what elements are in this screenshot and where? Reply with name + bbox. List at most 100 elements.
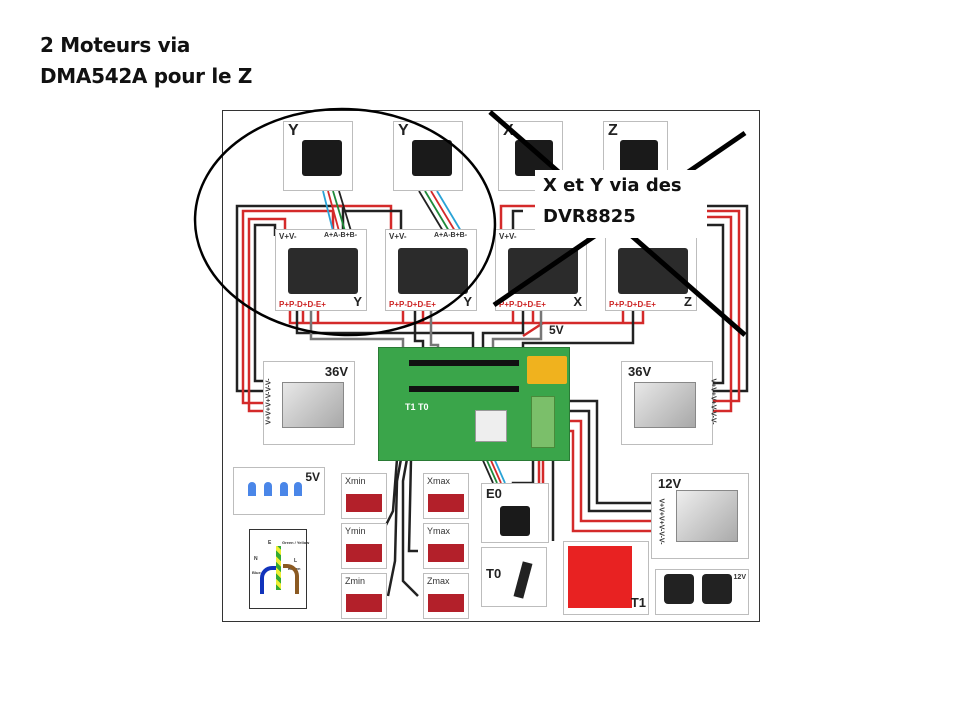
wire: [309, 309, 405, 351]
earth-color-label: Green / Yellow: [282, 540, 310, 545]
signal-pins-label: P+P-D+D-E+: [389, 300, 436, 309]
heatbed-label: T1: [630, 595, 646, 610]
motor-card: Y: [283, 121, 353, 191]
control-board: T1 T0: [378, 347, 570, 461]
extruder-motor-card: E0: [481, 483, 549, 543]
wire: [407, 458, 418, 553]
callout-line-1: X et Y via des: [543, 175, 682, 196]
wire: [522, 321, 544, 338]
live-label: L: [294, 558, 298, 564]
signal-pins-label: P+P-D+D-E+: [499, 300, 546, 309]
motor-axis-label: Y: [398, 122, 409, 139]
endstop-switch-icon: [428, 594, 464, 612]
earth-label: E: [268, 540, 272, 546]
psu-voltage-label: 12V: [658, 476, 682, 491]
wire-5v-bus: [288, 309, 645, 325]
driver-card: P+P-D+D-E+ Z: [605, 229, 697, 311]
endstop-label: Zmin: [345, 576, 365, 586]
wiring-diagram: Y Y X Z V+V- A+A-B+B- P+P-D+D-E+ Y V+V- …: [222, 110, 760, 622]
annotation-circle: [193, 107, 497, 337]
wire: [563, 409, 653, 513]
led-icon: [248, 482, 256, 496]
wire: [701, 209, 741, 403]
led-icon: [280, 482, 288, 496]
driver-module-icon: [398, 248, 468, 294]
mains-cable-card: E Green / Yellow N Blue L Brown: [249, 529, 310, 609]
slide-title: 2 Moteurs via DMA542A pour le Z: [40, 30, 252, 92]
header-row: [409, 386, 519, 392]
wire-brown-icon: [283, 564, 299, 594]
relay-icon: [527, 356, 567, 384]
endstop-label: Ymax: [427, 526, 451, 536]
driver-callout: X et Y via des DVR8825: [535, 170, 707, 238]
motor-card: Y: [393, 121, 463, 191]
signal-pins-label: P+P-D+D-E+: [609, 300, 656, 309]
fans-card: 12V: [655, 569, 749, 615]
signal-pins-label: P+P-D+D-E+: [279, 300, 326, 309]
driver-axis-label: X: [573, 294, 582, 309]
board-label: T1 T0: [405, 402, 429, 412]
endstop-switch-icon: [428, 494, 464, 512]
driver-axis-label: Y: [353, 294, 362, 309]
wire: [386, 458, 403, 597]
psu-icon: [634, 382, 696, 428]
leds-voltage-label: 5V: [305, 470, 320, 484]
wire: [563, 419, 653, 523]
wire: [343, 209, 403, 236]
power-pins-label: V+V-: [279, 232, 297, 241]
endstop-card: Ymin: [341, 523, 387, 569]
wire: [253, 223, 278, 383]
driver-card: V+V- A+A-B+B- P+P-D+D-E+ Y: [385, 229, 477, 311]
callout-line-2: DVR8825: [543, 206, 636, 227]
psu-icon: [282, 382, 344, 428]
endstop-label: Xmax: [427, 476, 451, 486]
leds-card: 5V: [233, 467, 325, 515]
wire: [563, 399, 653, 505]
title-line-2: DMA542A pour le Z: [40, 64, 253, 88]
motor-axis-label: Y: [288, 122, 299, 139]
neutral-color-label: Blue: [252, 570, 261, 575]
driver-axis-label: Z: [684, 294, 692, 309]
wire-blue-icon: [260, 566, 280, 594]
wire: [401, 458, 419, 597]
psu-voltage-label: 36V: [324, 364, 348, 379]
motor-axis-label: Z: [608, 122, 618, 139]
wires-layer: [235, 190, 749, 597]
psu-right-card: 36V V+V+V+V-V-V-: [621, 361, 717, 445]
motor-pins-label: A+A-B+B-: [434, 232, 468, 239]
wire: [333, 204, 393, 236]
psu-12v-card: 12V V+V+V+V-V-V-: [651, 473, 749, 559]
driver-card: V+V- A+A-B+B- P+P-D+D-E+ Y: [275, 229, 367, 311]
fan-icon: [664, 574, 694, 604]
wire: [701, 215, 733, 413]
stepper-motor-icon: [412, 140, 452, 176]
endstop-label: Ymin: [345, 526, 366, 536]
endstop-label: Xmin: [345, 476, 366, 486]
wire: [235, 204, 345, 393]
endstop-card: Zmin: [341, 573, 387, 619]
wire: [247, 217, 287, 413]
psu-icon: [676, 490, 738, 542]
endstop-label: Zmax: [427, 576, 450, 586]
driver-axis-label: Y: [463, 294, 472, 309]
heatbed-card: T1: [563, 541, 649, 615]
wire: [491, 309, 543, 351]
endstop-switch-icon: [346, 544, 382, 562]
wire: [511, 209, 523, 236]
endstop-card: Ymax: [423, 523, 469, 569]
wire: [241, 209, 335, 405]
wire-earth-icon: [276, 546, 281, 590]
neutral-label: N: [254, 556, 258, 562]
heatbed-icon: [568, 546, 632, 608]
endstop-switch-icon: [346, 594, 382, 612]
endstop-card: Xmax: [423, 473, 469, 519]
power-pins-label: V+V-: [389, 232, 407, 241]
title-line-1: 2 Moteurs via: [40, 33, 191, 57]
wire: [295, 309, 475, 351]
motor-pins-label: A+A-B+B-: [324, 232, 358, 239]
stepper-motor-icon: [500, 506, 530, 536]
signal-voltage-label: 5V: [549, 323, 564, 337]
driver-module-icon: [288, 248, 358, 294]
extruder-label: E0: [486, 486, 502, 501]
